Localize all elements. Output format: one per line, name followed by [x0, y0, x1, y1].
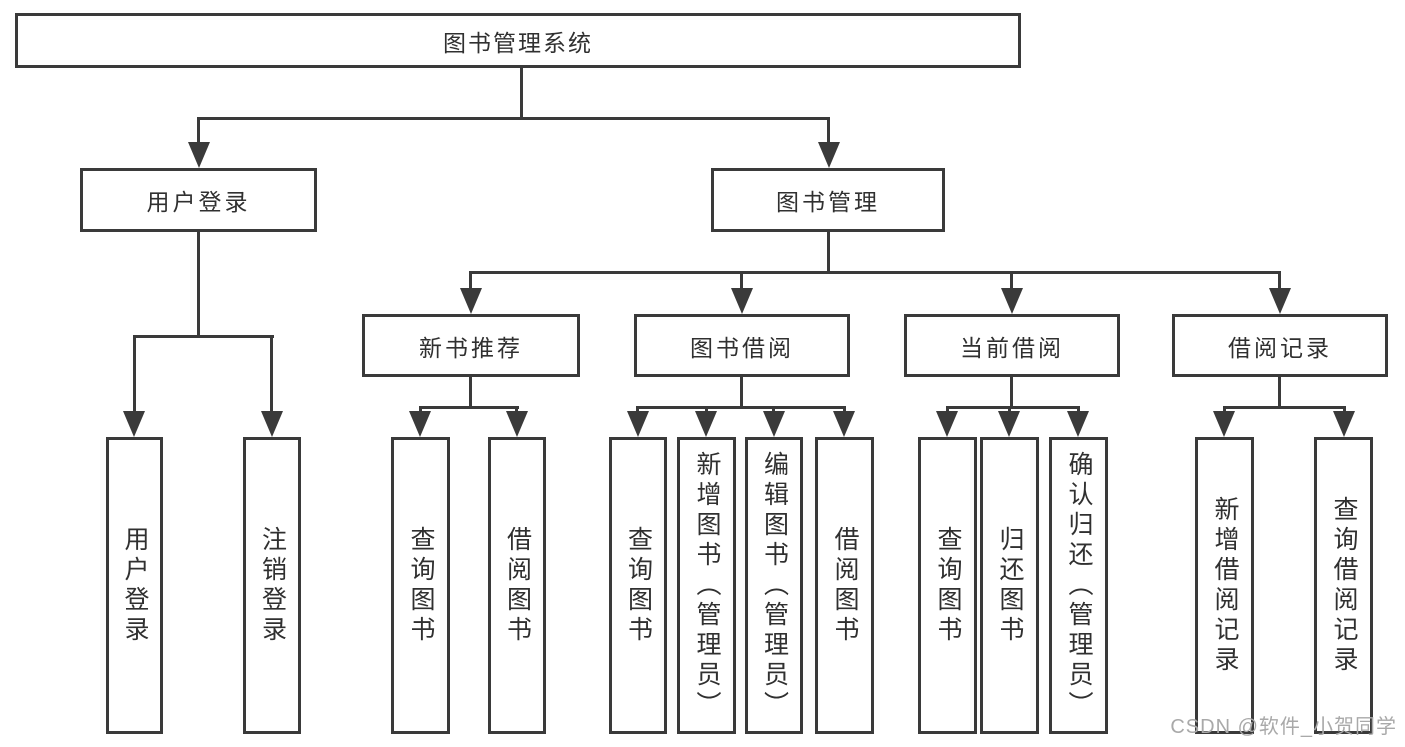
- node-new-book-recommend: 新书推荐: [362, 314, 580, 377]
- leaf-user-login: 用户登录: [106, 437, 163, 734]
- leaf-add-book-admin: 新增图书（管理员）: [677, 437, 736, 734]
- leaf-confirm-return-admin: 确认归还（管理员）: [1049, 437, 1108, 734]
- connector-borrow-records-stem: [1278, 375, 1281, 408]
- connector-root-stem: [520, 67, 523, 119]
- arrow-down-icon: [763, 411, 785, 437]
- connector-current-borrow-stem: [1010, 375, 1013, 408]
- arrow-down-icon: [188, 142, 210, 168]
- connector-book-borrow-rail: [636, 406, 846, 409]
- connector-stem-book-borrow: [740, 273, 743, 291]
- connector-book-borrow-stem: [740, 375, 743, 408]
- connector-level2-rail: [197, 117, 830, 120]
- csdn-watermark: CSDN @软件_小贺同学: [1170, 716, 1397, 738]
- arrow-down-icon: [1269, 288, 1291, 314]
- leaf-logout: 注销登录: [243, 437, 301, 734]
- connector-level3-rail: [469, 271, 1281, 274]
- arrow-down-icon: [1333, 411, 1355, 437]
- node-book-borrowing: 图书借阅: [634, 314, 850, 377]
- leaf-query-book-current: 查询图书: [918, 437, 977, 734]
- leaf-query-borrow-record: 查询借阅记录: [1314, 437, 1373, 734]
- connector-stem-user-login: [197, 119, 200, 147]
- connector-user-login-rail: [133, 335, 274, 338]
- arrow-down-icon: [123, 411, 145, 437]
- connector-user-login-stem: [197, 231, 200, 338]
- node-borrowing-records: 借阅记录: [1172, 314, 1388, 377]
- connector-stem-leaf-login: [133, 337, 136, 415]
- connector-new-book-rail: [419, 406, 519, 409]
- arrow-down-icon: [1213, 411, 1235, 437]
- arrow-down-icon: [998, 411, 1020, 437]
- arrow-down-icon: [460, 288, 482, 314]
- arrow-down-icon: [1067, 411, 1089, 437]
- arrow-down-icon: [833, 411, 855, 437]
- leaf-query-book-recommend: 查询图书: [391, 437, 450, 734]
- leaf-borrow-book-recommend: 借阅图书: [488, 437, 546, 734]
- leaf-return-book: 归还图书: [980, 437, 1039, 734]
- leaf-add-borrow-record: 新增借阅记录: [1195, 437, 1254, 734]
- arrow-down-icon: [695, 411, 717, 437]
- node-book-management: 图书管理: [711, 168, 945, 232]
- arrow-down-icon: [409, 411, 431, 437]
- arrow-down-icon: [731, 288, 753, 314]
- connector-book-mgmt-stem: [827, 231, 830, 273]
- leaf-borrow-book: 借阅图书: [815, 437, 874, 734]
- arrow-down-icon: [1001, 288, 1023, 314]
- leaf-edit-book-admin: 编辑图书（管理员）: [745, 437, 803, 734]
- connector-stem-borrow-records: [1278, 273, 1281, 291]
- node-library-management-system: 图书管理系统: [15, 13, 1021, 68]
- arrow-down-icon: [506, 411, 528, 437]
- connector-new-book-stem: [469, 375, 472, 408]
- connector-stem-book-mgmt: [827, 119, 830, 147]
- connector-current-borrow-rail: [946, 406, 1080, 409]
- connector-stem-leaf-logout: [270, 337, 273, 415]
- connector-stem-new-book: [469, 273, 472, 291]
- connector-stem-current-borrow: [1010, 273, 1013, 291]
- arrow-down-icon: [936, 411, 958, 437]
- node-current-borrowing: 当前借阅: [904, 314, 1120, 377]
- leaf-query-book-borrowing: 查询图书: [609, 437, 667, 734]
- arrow-down-icon: [818, 142, 840, 168]
- connector-borrow-records-rail: [1223, 406, 1346, 409]
- arrow-down-icon: [627, 411, 649, 437]
- arrow-down-icon: [261, 411, 283, 437]
- node-user-login: 用户登录: [80, 168, 317, 232]
